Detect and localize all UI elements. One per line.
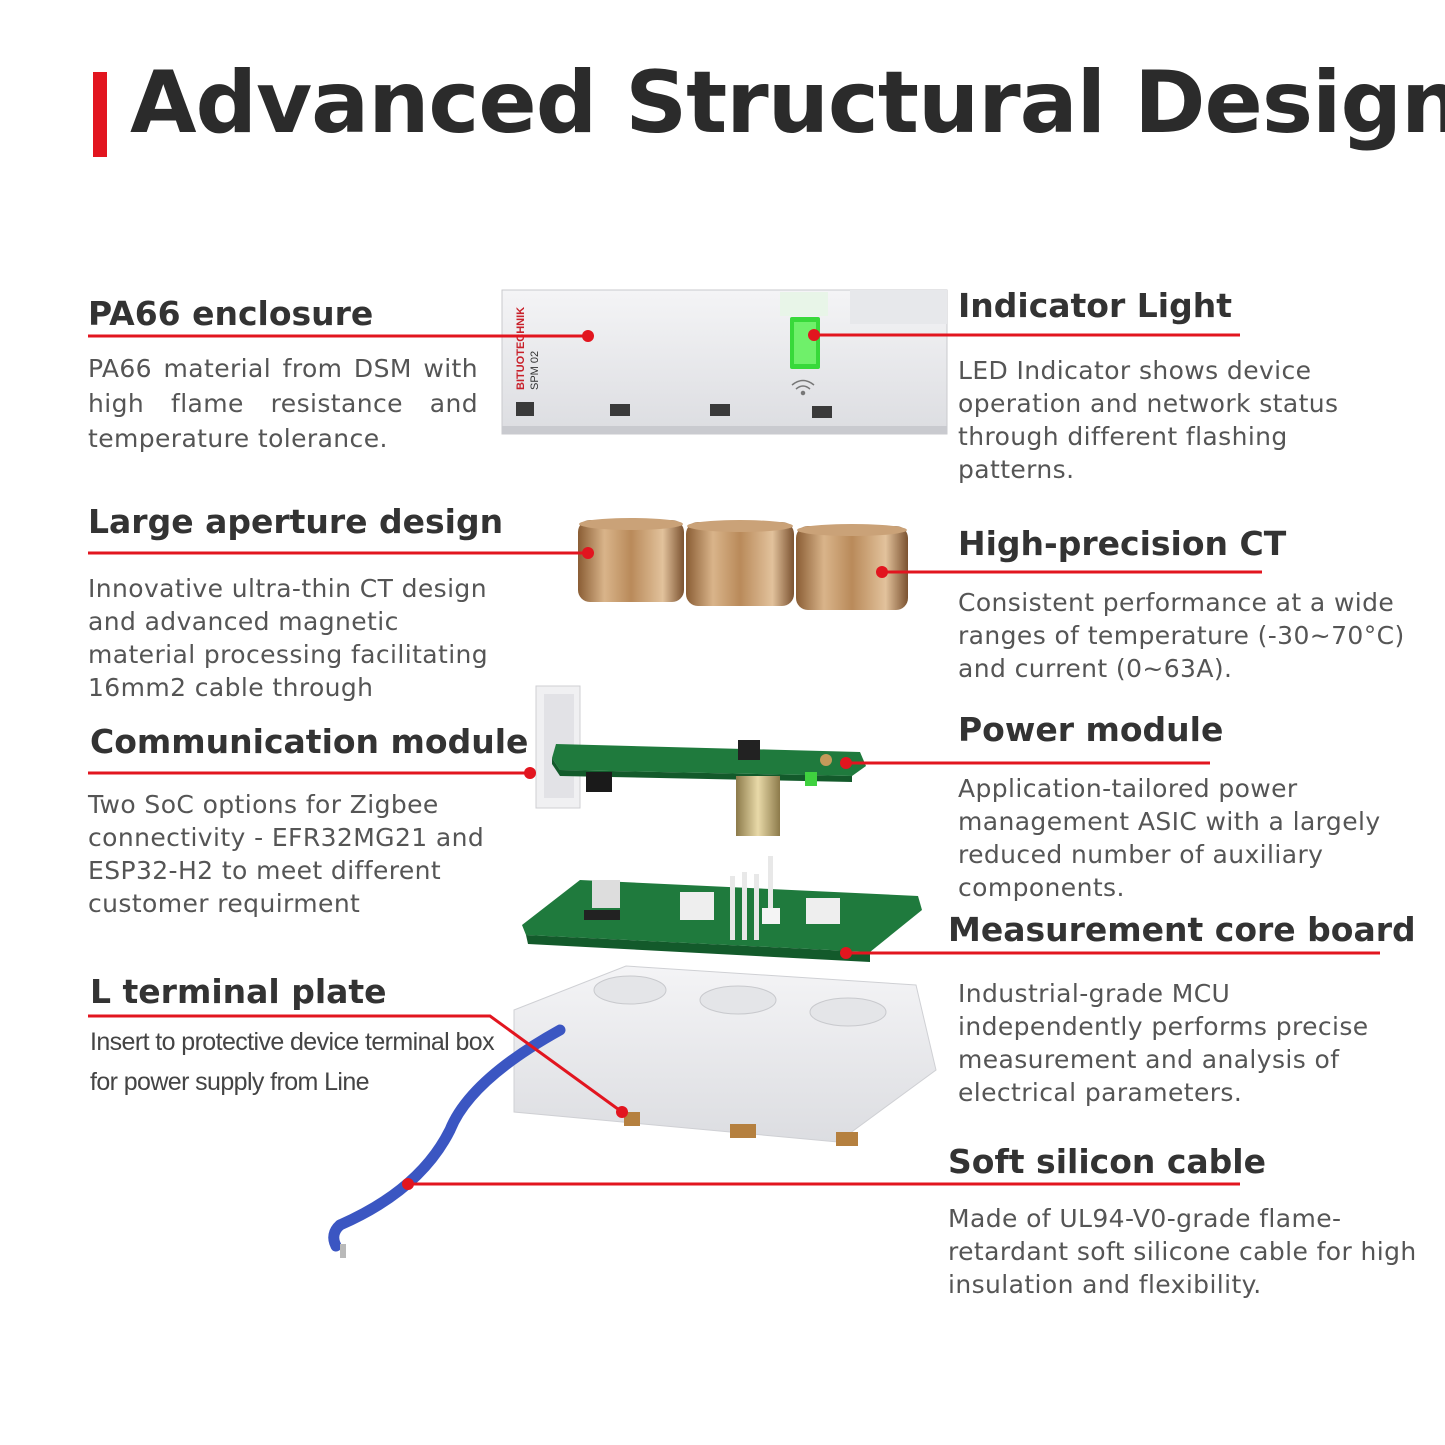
pa66-enclosure-heading: PA66 enclosure [88,294,374,333]
soft-silicon-cable-heading: Soft silicon cable [948,1142,1266,1181]
terminal-plate-desc: Insert to protective device terminal box… [90,1028,495,1096]
terminal-plate-heading: L terminal plate [90,972,387,1011]
high-precision-ct-desc: Consistent performance at a wide ranges … [958,588,1405,683]
terminal-base [513,965,937,1146]
pa66-enclosure-desc: PA66 material from DSM with high flame r… [88,354,478,453]
soft-silicon-cable-desc: Made of UL94-V0-grade flame-retardant so… [948,1204,1417,1299]
indicator-light-desc: LED Indicator shows device operation and… [958,356,1339,484]
silicone-cable [328,1024,566,1258]
large-aperture-desc: Innovative ultra-thin CT design and adva… [88,574,489,702]
callout-lines [88,329,1380,1190]
device-brand: BITUOTECHNIK [515,307,527,390]
power-module-heading: Power module [958,710,1224,749]
title-accent-bar [93,72,107,157]
ct-cores [578,518,908,610]
measurement-core-board [522,856,922,962]
page-title: Advanced Structural Design [130,53,1445,153]
power-module-desc: Application-tailored power management AS… [958,774,1381,902]
wifi-icon [791,379,815,396]
communication-module-desc: Two SoC options for Zigbee connectivity … [88,790,485,918]
measurement-core-board-heading: Measurement core board [948,910,1416,949]
measurement-core-board-desc: Industrial-grade MCU independently perfo… [958,979,1369,1107]
pa66-enclosure: BITUOTECHNIK SPM 02 [501,289,948,435]
large-aperture-heading: Large aperture design [88,502,504,541]
high-precision-ct-heading: High-precision CT [958,524,1287,563]
indicator-light-heading: Indicator Light [958,286,1232,325]
communication-module-heading: Communication module [90,722,529,761]
communication-module [535,685,866,836]
device-model: SPM 02 [529,351,541,390]
